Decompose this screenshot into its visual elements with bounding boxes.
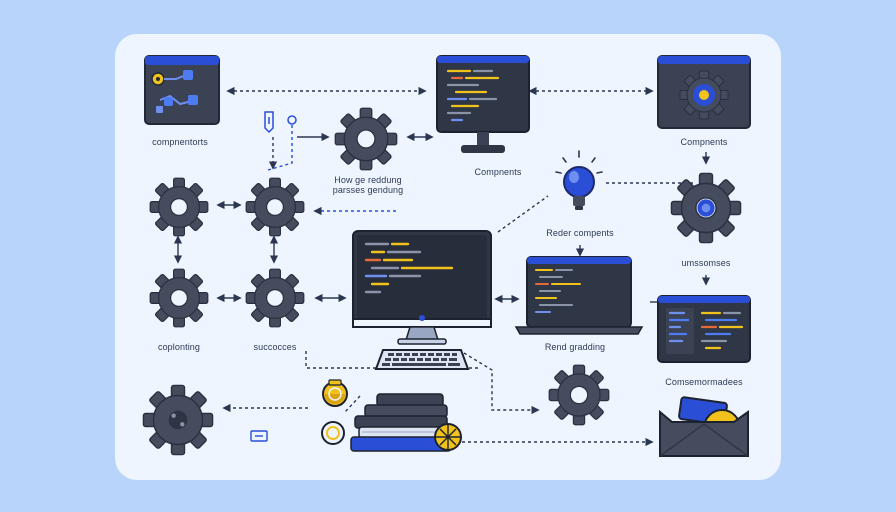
label-composing: coplonting <box>157 342 201 352</box>
label-components-left: compnentorts <box>152 137 208 147</box>
window-icon-top-left <box>144 55 220 125</box>
gear-icon-row3-mid <box>245 268 305 328</box>
keyboard-icon <box>374 349 470 370</box>
gear-icon-top-center <box>334 107 398 171</box>
blue-dashed-path <box>267 125 293 171</box>
label-unassembled: umssomses <box>681 258 731 268</box>
window-icon-top-right <box>657 55 751 129</box>
label-success: succocces <box>253 342 297 352</box>
gear-icon-row2-mid <box>245 177 305 237</box>
monitor-icon-center <box>352 230 492 345</box>
folder-icon <box>659 396 749 457</box>
monitor-icon-top <box>436 55 530 153</box>
lightbulb-icon <box>555 150 603 210</box>
laptop-icon <box>514 256 644 335</box>
gear-icon-bottom-left <box>142 384 214 456</box>
label-how-rendering: How ge reddung parsses gendung <box>332 175 404 195</box>
gear-icon-row2-left <box>149 177 209 237</box>
label-render-components: Reder compents <box>546 228 614 238</box>
dashed-to-gear-bottom <box>463 352 540 415</box>
code-window-icon <box>657 295 751 363</box>
gear-icon-row3-left <box>149 268 209 328</box>
books-icon <box>321 379 462 452</box>
connector-arrows <box>173 86 711 447</box>
minus-box-icon <box>250 430 268 442</box>
label-rend-grading: Rend gradding <box>544 342 606 352</box>
dashed-to-bulb <box>497 195 549 233</box>
gear-icon-bottom-center <box>548 364 610 426</box>
label-components-center: Compnents <box>474 167 522 177</box>
label-components-right: Compnents <box>680 137 728 147</box>
gear-icon-right <box>671 173 740 242</box>
label-consumer-modes: Comsemormadees <box>665 377 743 387</box>
dashed-books-link <box>344 395 361 413</box>
marker-icon <box>264 111 297 134</box>
